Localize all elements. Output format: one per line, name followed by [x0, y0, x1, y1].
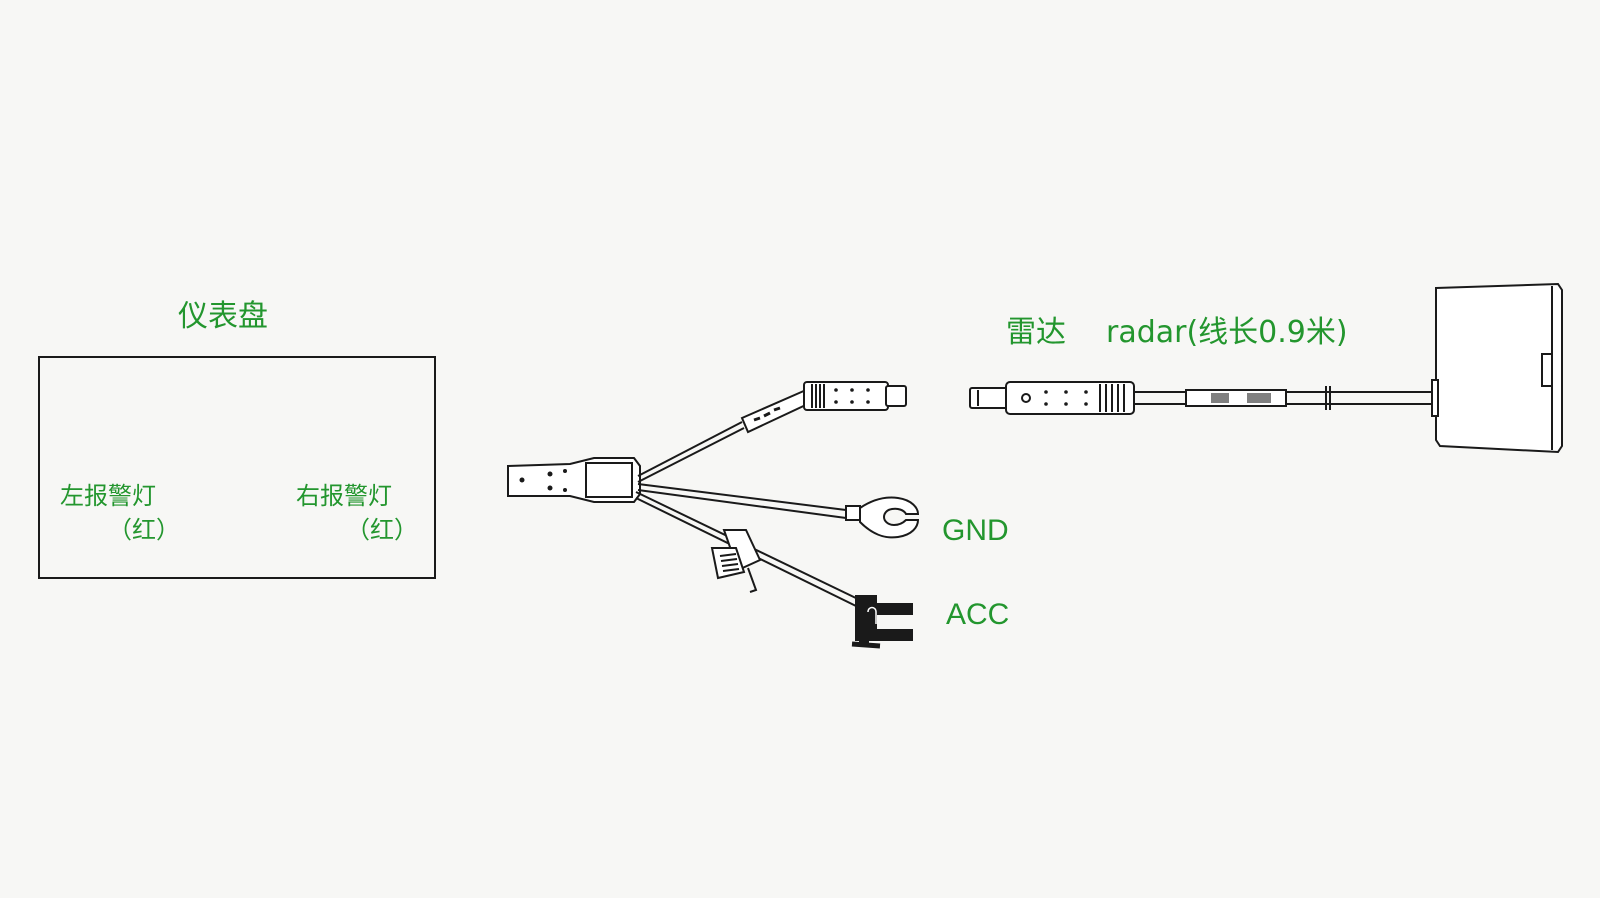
radar-cable [1134, 386, 1434, 410]
acc-label: ACC [946, 598, 1010, 631]
acc-fuse-tap [851, 595, 913, 649]
harness-hub [507, 457, 641, 503]
dashboard-box [38, 356, 436, 579]
radar-label-cn: 雷达 [1006, 315, 1066, 350]
radar-label-en: radar(线长0.9米) [1106, 315, 1348, 350]
left-warning-lamp-color: （红） [108, 516, 180, 544]
inline-fuse-holder [710, 529, 762, 593]
upper-connector [803, 381, 907, 411]
right-warning-lamp-label: 右报警灯 [296, 482, 392, 510]
left-warning-lamp-label: 左报警灯 [60, 482, 156, 510]
radar-connector [969, 381, 1135, 415]
radar-sensor-box [1431, 282, 1563, 454]
gnd-ring-terminal [859, 496, 920, 539]
gnd-cable [637, 483, 861, 521]
dashboard-title: 仪表盘 [178, 299, 268, 334]
right-warning-lamp-color: （红） [346, 516, 418, 544]
gnd-label: GND [942, 514, 1009, 547]
upper-cable [637, 388, 814, 483]
